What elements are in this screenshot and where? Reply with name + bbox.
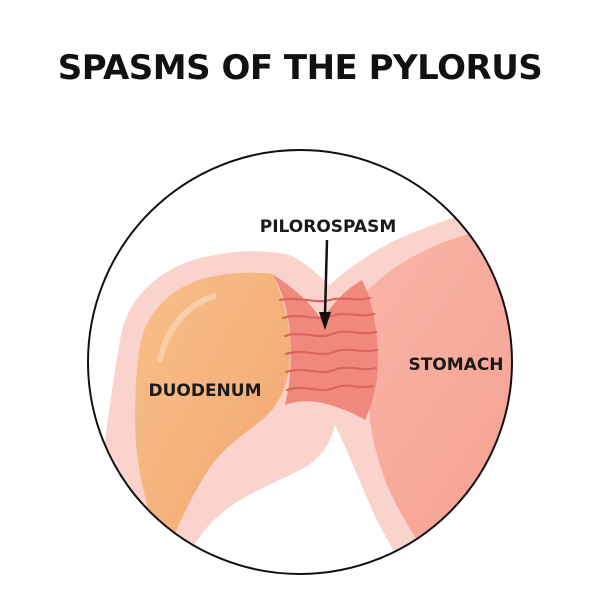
lens-outline xyxy=(87,149,513,575)
pylorus-shape xyxy=(272,274,378,420)
pylorospasm-arrow xyxy=(319,239,331,330)
pylorospasm-label: PILOROSPASM xyxy=(260,217,396,237)
duodenum-shape xyxy=(135,272,291,560)
duodenum-label: DUODENUM xyxy=(148,381,261,401)
page-title: SPASMS OF THE PYLORUS xyxy=(57,48,543,88)
pylorus-folds xyxy=(278,296,379,392)
stomach-label: STOMACH xyxy=(408,355,503,375)
duodenum-highlight xyxy=(157,293,217,363)
stomach-shape xyxy=(358,215,512,560)
